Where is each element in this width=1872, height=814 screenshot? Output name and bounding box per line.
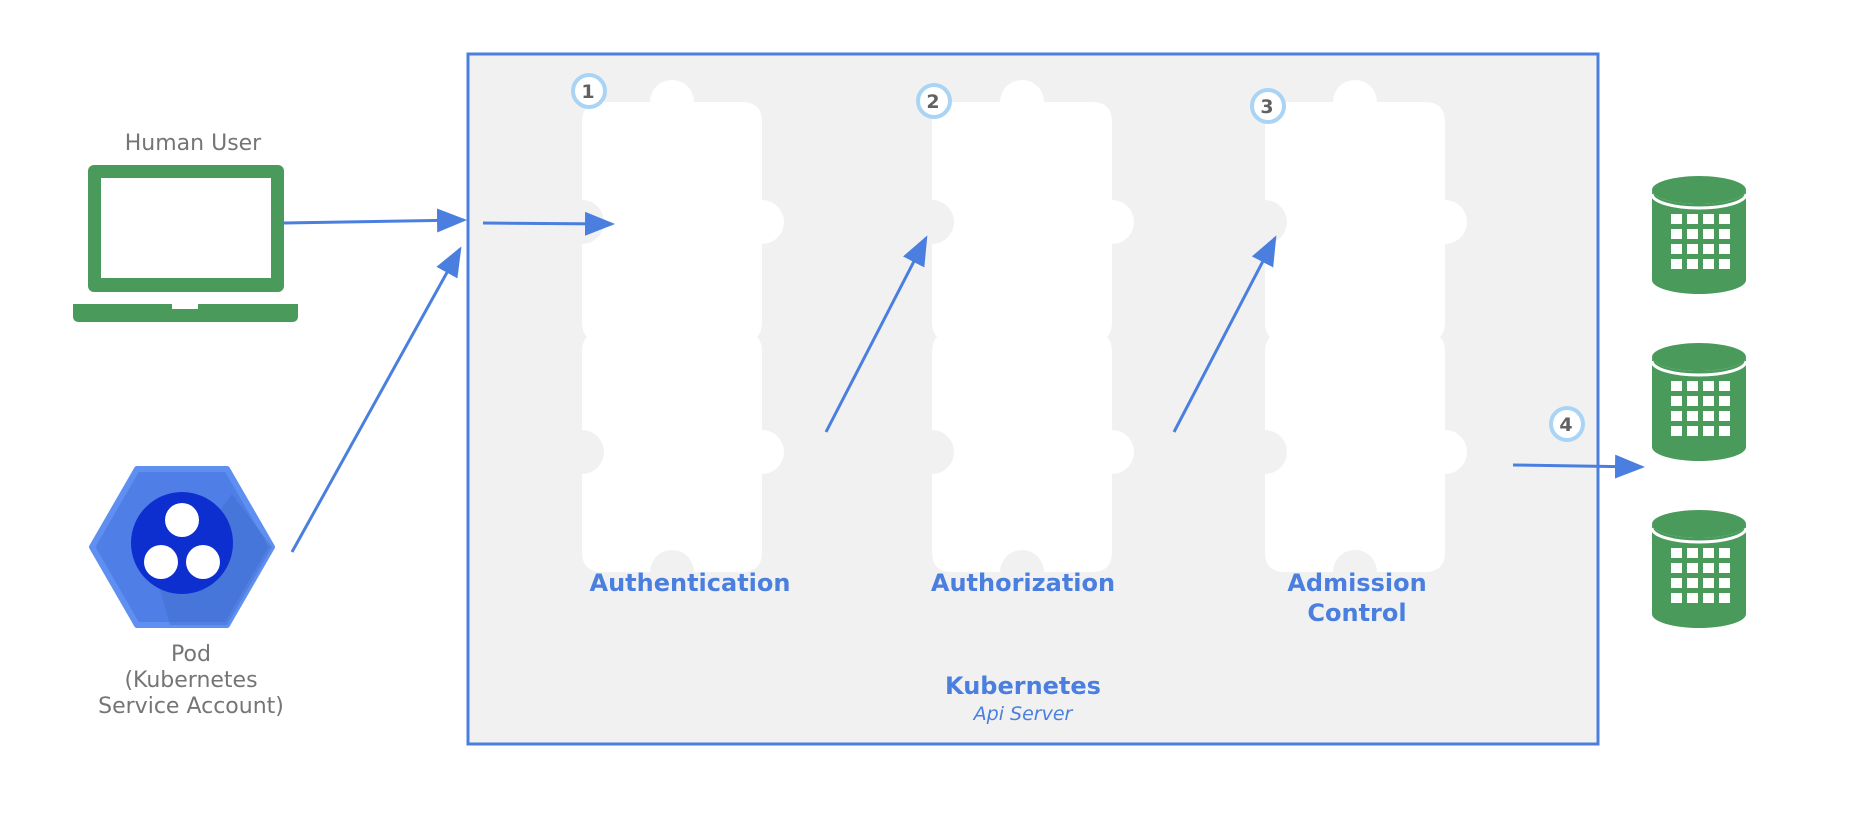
arrow-to-storage xyxy=(1512,454,1645,479)
pod-label: Pod (Kubernetes Service Account) xyxy=(98,642,284,719)
stage-label-line-1: Admission xyxy=(1287,569,1426,597)
laptop-icon xyxy=(73,165,298,322)
puzzle-piece-icon xyxy=(582,309,784,572)
arrow-to-authentication xyxy=(482,211,615,236)
stage-authorization: 2 Authorization xyxy=(916,79,1134,597)
arrow-to-admission-control xyxy=(1172,235,1277,433)
arrow-pod-to-server xyxy=(290,246,462,553)
puzzle-piece-icon xyxy=(1265,309,1467,572)
stage-label-line-2: Control xyxy=(1307,599,1406,627)
server-subtitle: Api Server xyxy=(972,703,1074,725)
arrow-human-to-server xyxy=(283,208,467,233)
human-user-label: Human User xyxy=(125,131,262,156)
database-icon xyxy=(1650,341,1748,463)
storage: 4 xyxy=(1549,174,1748,630)
puzzle-piece-icon xyxy=(1265,79,1467,342)
flow-arrows xyxy=(283,208,1645,553)
kubernetes-pod-icon xyxy=(89,466,275,628)
step-number: 1 xyxy=(581,81,594,103)
step-badge xyxy=(916,83,952,119)
step-badge xyxy=(1549,406,1585,442)
pod-label-line-1: Pod xyxy=(171,642,211,667)
stage-authentication: 1 Authentication xyxy=(571,73,791,597)
step-badge xyxy=(571,73,607,109)
step-number: 4 xyxy=(1559,414,1572,436)
database-icon xyxy=(1650,174,1748,296)
server-title: Kubernetes xyxy=(945,672,1101,700)
puzzle-piece-icon xyxy=(582,79,784,342)
stage-admission-control: 3 Admission Control xyxy=(1250,79,1467,627)
database-icon xyxy=(1650,508,1748,630)
pod-label-line-2: (Kubernetes xyxy=(124,668,257,693)
step-number: 3 xyxy=(1260,96,1273,118)
stage-label: Authentication xyxy=(590,569,791,597)
puzzle-piece-icon xyxy=(932,79,1134,342)
stage-label: Authorization xyxy=(931,569,1115,597)
arrow-to-authorization xyxy=(824,235,928,433)
step-number: 2 xyxy=(926,91,939,113)
puzzle-piece-icon xyxy=(932,309,1134,572)
pod-label-line-3: Service Account) xyxy=(98,694,284,719)
step-badge xyxy=(1250,88,1286,124)
